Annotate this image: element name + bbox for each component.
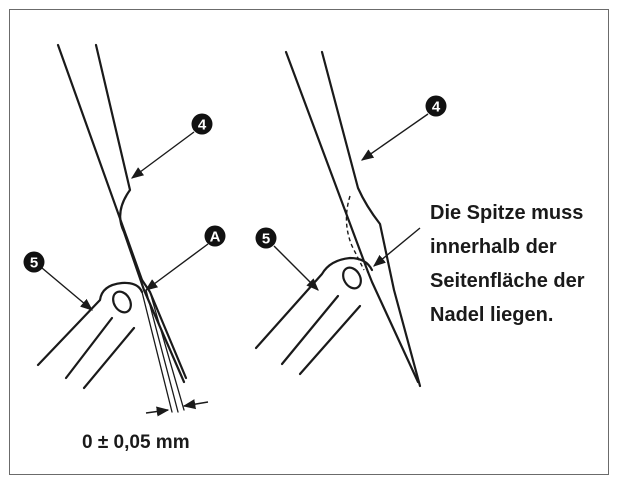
right-leaders <box>273 113 429 291</box>
right-hook <box>254 256 374 376</box>
note-line: Nadel liegen. <box>430 304 554 326</box>
svg-text:4: 4 <box>198 117 207 134</box>
needle-point-note: Die Spitze muss innerhalb der Seitenfläc… <box>430 196 585 332</box>
clearance-label: 0 ± 0,05 mm <box>82 432 190 453</box>
callout-needle-right: 4 <box>425 95 447 117</box>
callout-needle-left: 4 <box>191 113 213 135</box>
right-needle <box>284 50 422 388</box>
svg-text:4: 4 <box>432 99 441 116</box>
note-line: Die Spitze muss <box>430 202 584 224</box>
callout-point-a: A <box>204 225 226 247</box>
left-clearance-lines <box>141 289 209 417</box>
note-line: Seitenfläche der <box>430 270 585 292</box>
svg-text:5: 5 <box>30 255 38 272</box>
left-leaders <box>41 131 209 311</box>
svg-text:5: 5 <box>262 231 270 248</box>
note-line: innerhalb der <box>430 236 557 258</box>
left-hook <box>36 281 144 390</box>
callout-hook-left: 5 <box>23 251 45 273</box>
diagram-frame <box>9 9 609 475</box>
left-needle <box>56 43 188 384</box>
callout-hook-right: 5 <box>255 227 277 249</box>
svg-text:A: A <box>210 229 221 246</box>
